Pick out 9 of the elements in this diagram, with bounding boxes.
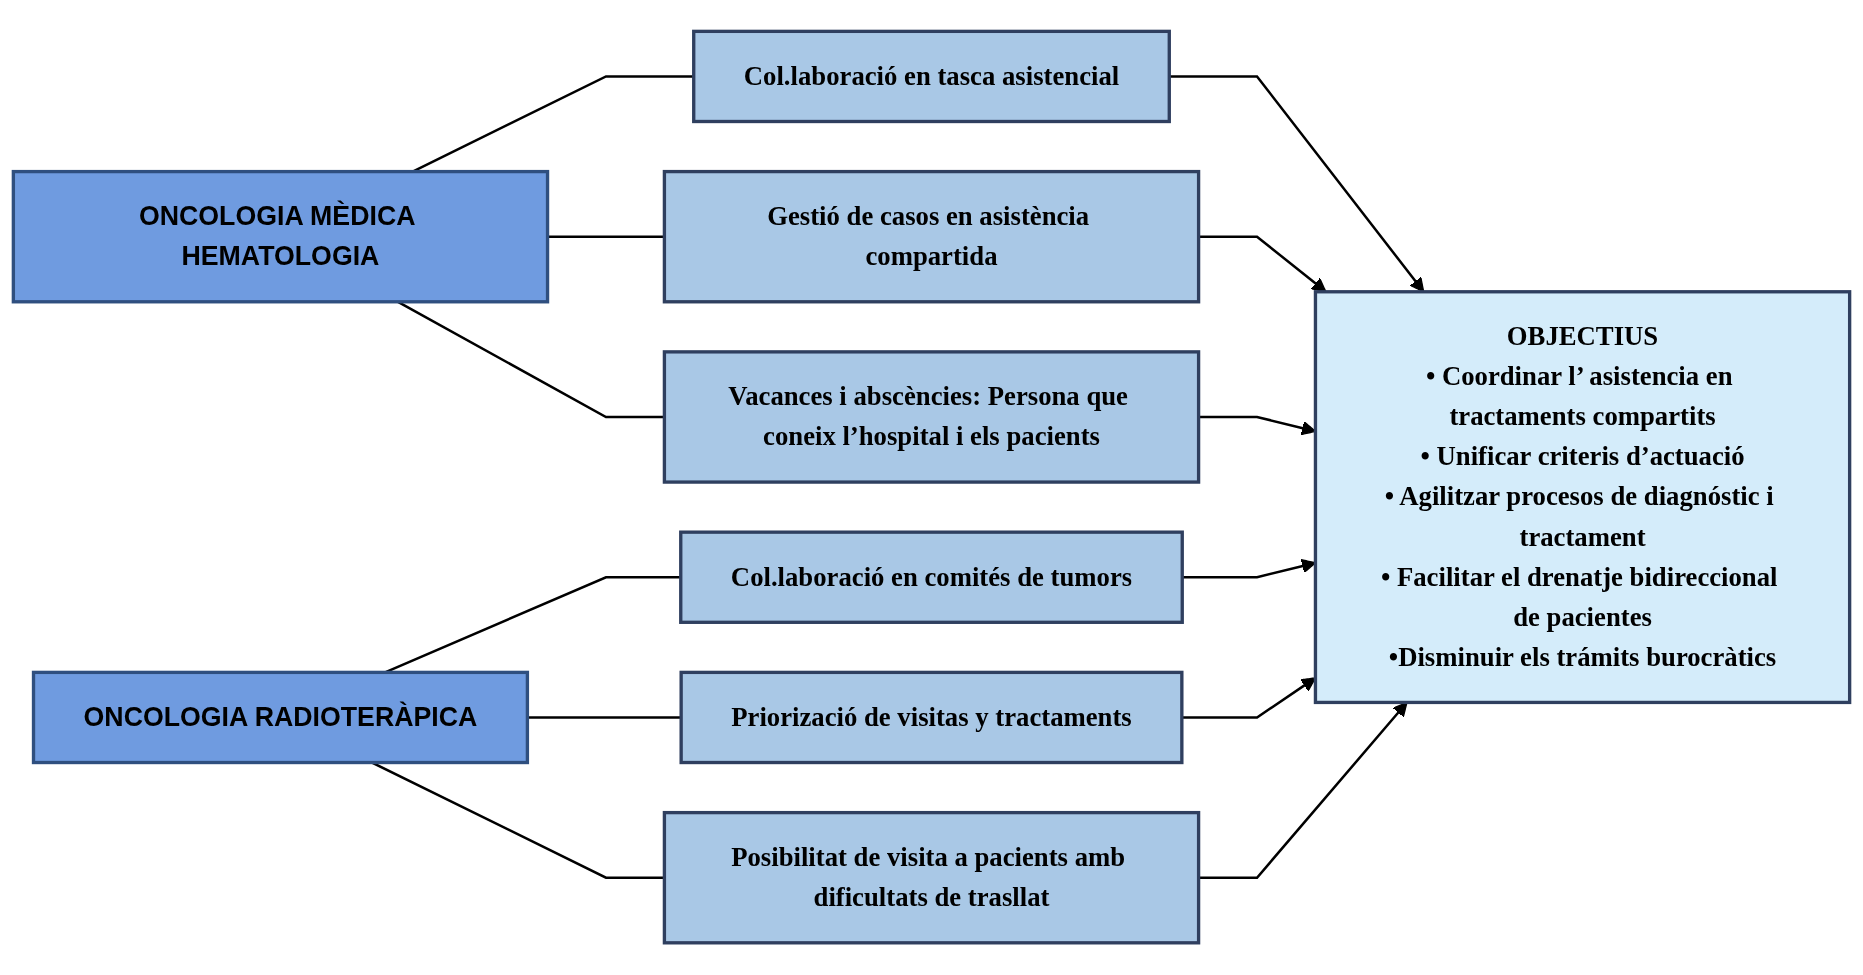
node-box: OBJECTIUS • Coordinar l’ asistencia en tractaments compartits • Unificar criteris d’actuació • Agilitzar procesos de diagnóstic i tractament • Facilitar el drenatje bidireccional de pacientes •Disminuir els trámits burocràtics (1313, 290, 1852, 705)
node-box: ONCOLOGIA RADIOTERÀPICA (31, 671, 530, 765)
node-box: Col.laboració en comités de tumors (679, 530, 1184, 625)
node-box: Col.laboració en tasca asistencial (692, 30, 1171, 124)
node-box: Gestió de casos en asistència compartida (662, 170, 1201, 304)
node-box: ONCOLOGIA MÈDICA HEMATOLOGIA (11, 170, 550, 304)
node-box: Vacances i abscències: Persona que coneix l’hospital i els pacients (662, 350, 1201, 485)
node-box: Posibilitat de visita a pacients amb dificultats de trasllat (662, 811, 1201, 945)
node-box: Priorizació de visitas y tractaments (679, 671, 1184, 765)
